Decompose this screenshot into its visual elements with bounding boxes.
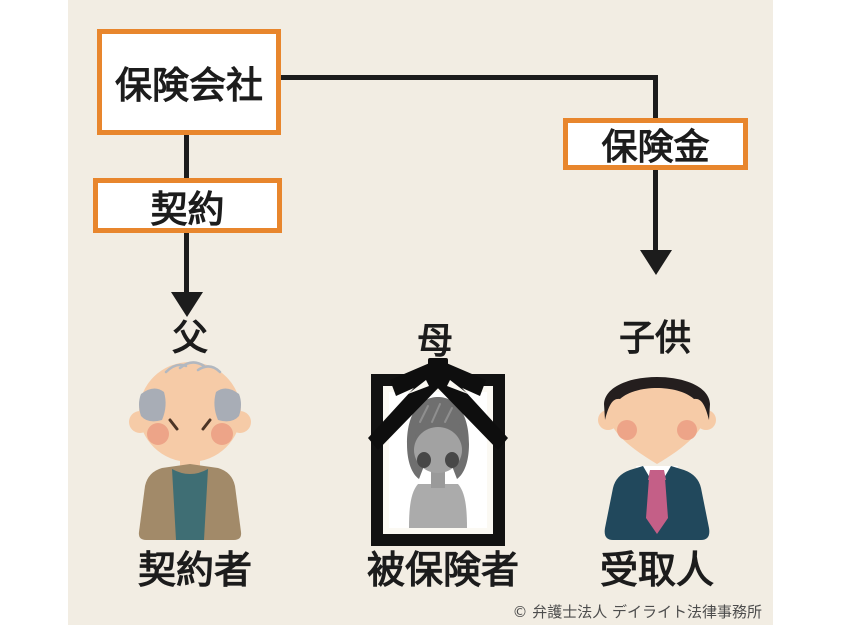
- arrowhead-to-father-icon: [171, 292, 203, 317]
- contract-label: 契約: [150, 187, 225, 231]
- beneficiary-role-label: 受取人: [599, 548, 714, 592]
- elderly-father-icon: [129, 361, 251, 540]
- contract-box: 契約: [93, 178, 282, 233]
- child-relation-label: 子供: [618, 318, 691, 359]
- benefit-box: 保険金: [563, 118, 748, 170]
- mother-relation-label: 母: [416, 321, 453, 362]
- connector-benefit-lower: [653, 170, 658, 250]
- connector-contract-upper: [184, 135, 189, 178]
- son-in-suit-icon: [598, 377, 716, 540]
- benefit-label: 保険金: [601, 127, 710, 168]
- connector-benefit-upper: [653, 75, 658, 118]
- memorial-photo-mother-icon: [368, 358, 508, 546]
- copyright-notice: © 弁護士法人 デイライト法律事務所: [512, 603, 762, 621]
- insurance-company-box: 保険会社: [97, 29, 281, 135]
- insured-role-label: 被保険者: [366, 548, 519, 592]
- insurance-company-label: 保険会社: [115, 64, 263, 107]
- connector-contract-lower: [184, 233, 189, 293]
- contractor-role-label: 契約者: [137, 548, 252, 592]
- connector-company-to-benefit: [281, 75, 658, 80]
- arrowhead-to-child-icon: [640, 250, 672, 275]
- father-relation-label: 父: [171, 318, 208, 359]
